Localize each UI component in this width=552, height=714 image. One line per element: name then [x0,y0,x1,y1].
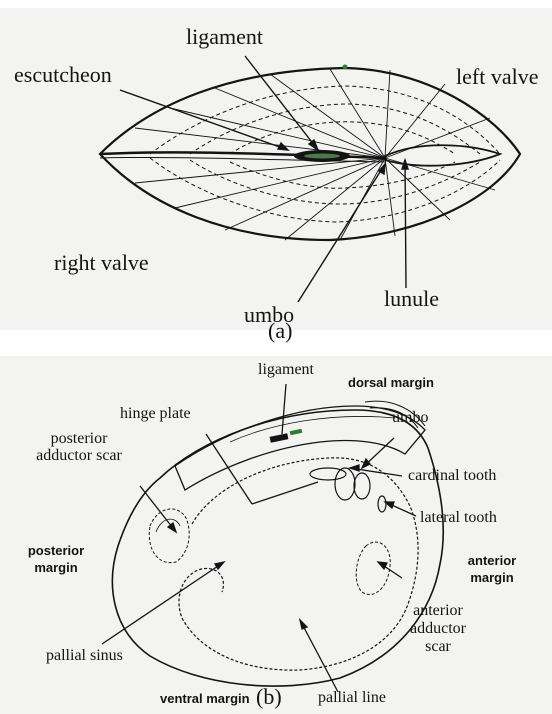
label-cardinal-tooth: cardinal tooth [408,468,496,484]
caption-a: (a) [268,320,292,342]
label-lunule: lunule [384,288,439,310]
label-pallial-sinus: pallial sinus [46,648,123,664]
caption-b: (b) [256,686,282,708]
leader-lines-a [120,56,408,302]
hinge-plate-shape [175,406,425,490]
label-posterior-adductor-scar: posterior adductor scar [20,430,138,464]
label-posterior-margin: posterior margin [16,542,96,576]
label-ligament-b: ligament [258,362,314,378]
figure-b-panel: ligament dorsal margin hinge plate umbo … [0,356,552,714]
label-dorsal-margin: dorsal margin [348,376,434,389]
figure-a-drawing [0,8,552,330]
label-anterior-adductor-scar: anterior adductor scar [396,602,480,656]
posterior-adductor-scar-shape [149,509,189,563]
shell-b-outline [112,410,443,686]
label-pallial-line: pallial line [318,690,386,706]
figure-a-panel: ligament escutcheon left valve right val… [0,8,552,330]
label-anterior-margin: anterior margin [452,552,532,586]
label-escutcheon: escutcheon [14,64,112,86]
label-right-valve: right valve [54,252,149,274]
label-left-valve: left valve [456,66,538,88]
label-ventral-margin: ventral margin [160,692,250,705]
label-ligament-a: ligament [186,26,263,48]
anterior-adductor-scar-shape [356,542,390,594]
label-hinge-plate: hinge plate [120,406,191,422]
label-lateral-tooth: lateral tooth [420,510,497,526]
label-umbo-b: umbo [392,410,428,426]
